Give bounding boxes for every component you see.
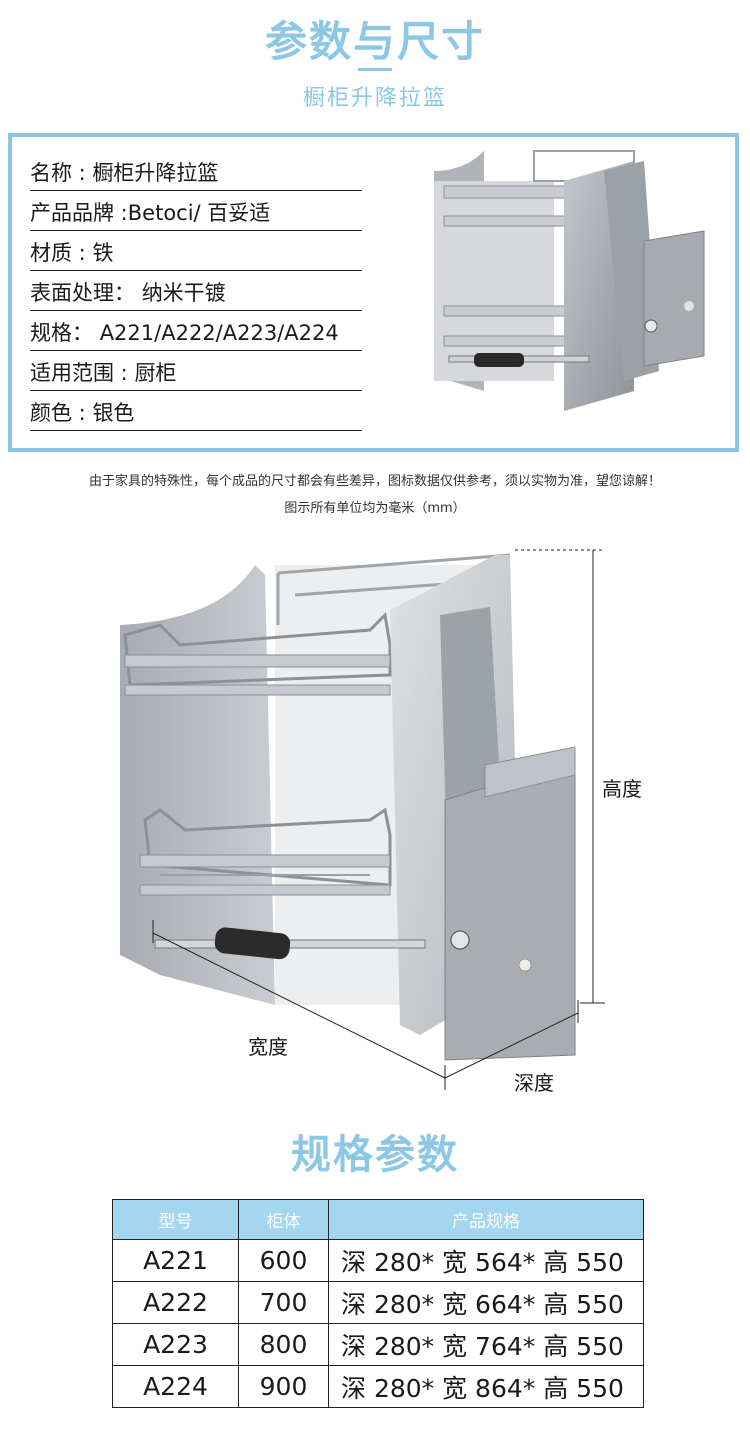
info-label: 表面处理：: [30, 281, 142, 305]
info-label: 适用范围 :: [30, 361, 135, 385]
table-row: A221 600 深 280* 宽 564* 高 550: [112, 1239, 644, 1282]
info-row-brand: 产品品牌 :Betoci/ 百妥适: [30, 191, 362, 231]
cell-cabinet: 800: [238, 1323, 329, 1366]
depth-label: 深度: [514, 1071, 554, 1095]
column-header-model: 型号: [112, 1199, 239, 1240]
column-header-spec: 产品规格: [328, 1199, 644, 1240]
title-divider: [358, 68, 392, 71]
info-value: A221/A222/A223/A224: [99, 321, 339, 345]
info-label: 名称 :: [30, 161, 93, 185]
cell-spec: 深 280* 宽 564* 高 550: [328, 1239, 644, 1282]
info-value: 橱柜升降拉篮: [92, 161, 219, 185]
info-row-name: 名称 : 橱柜升降拉篮: [30, 151, 362, 191]
info-value: 铁: [92, 241, 114, 265]
info-box: 名称 : 橱柜升降拉篮 产品品牌 :Betoci/ 百妥适 材质 : 铁 表面处…: [8, 133, 739, 452]
info-value: 厨柜: [134, 361, 177, 385]
cell-spec: 深 280* 宽 764* 高 550: [328, 1323, 644, 1366]
info-row-usage: 适用范围 : 厨柜: [30, 351, 362, 391]
info-row-finish: 表面处理： 纳米干镀: [30, 271, 362, 311]
info-list: 名称 : 橱柜升降拉篮 产品品牌 :Betoci/ 百妥适 材质 : 铁 表面处…: [30, 151, 362, 431]
cell-spec: 深 280* 宽 664* 高 550: [328, 1281, 644, 1324]
product-dimension-image: [120, 549, 605, 1090]
table-row: A224 900 深 280* 宽 864* 高 550: [112, 1365, 644, 1408]
info-row-material: 材质 : 铁: [30, 231, 362, 271]
cell-model: A223: [112, 1323, 239, 1366]
dimension-diagram: 高度 宽度 深度: [100, 535, 700, 1105]
info-value: 银色: [92, 401, 135, 425]
height-label: 高度: [602, 777, 642, 801]
info-label: 产品品牌 :: [30, 201, 128, 225]
width-label: 宽度: [248, 1035, 288, 1059]
product-thumbnail-image: [434, 150, 705, 411]
spec-table-header: 型号 柜体 产品规格: [112, 1199, 644, 1240]
cell-model: A224: [112, 1365, 239, 1408]
info-value: Betoci/ 百妥适: [127, 201, 271, 225]
page-subtitle: 橱柜升降拉篮: [302, 86, 447, 111]
info-label: 颜色 :: [30, 401, 93, 425]
table-row: A223 800 深 280* 宽 764* 高 550: [112, 1323, 644, 1366]
spec-section-title: 规格参数: [291, 1132, 459, 1178]
page-title: 参数与尺寸: [264, 17, 485, 66]
column-header-cabinet: 柜体: [238, 1199, 329, 1240]
info-label: 材质 :: [30, 241, 93, 265]
disclaimer-note: 由于家具的特殊性，每个成品的尺寸都会有些差异，图标数据仅供参考，须以实物为准，望…: [88, 474, 661, 489]
cell-cabinet: 900: [238, 1365, 329, 1408]
info-value: 纳米干镀: [141, 281, 226, 305]
cell-cabinet: 600: [238, 1239, 329, 1282]
cell-model: A221: [112, 1239, 239, 1282]
cell-cabinet: 700: [238, 1281, 329, 1324]
info-row-color: 颜色 : 银色: [30, 391, 362, 431]
units-note: 图示所有单位均为毫米（mm）: [284, 501, 466, 516]
spec-table: 型号 柜体 产品规格 A221 600 深 280* 宽 564* 高 550 …: [112, 1199, 644, 1408]
info-row-models: 规格： A221/A222/A223/A224: [30, 311, 362, 351]
cell-model: A222: [112, 1281, 239, 1324]
info-label: 规格：: [30, 321, 100, 345]
cell-spec: 深 280* 宽 864* 高 550: [328, 1365, 644, 1408]
table-row: A222 700 深 280* 宽 664* 高 550: [112, 1281, 644, 1324]
